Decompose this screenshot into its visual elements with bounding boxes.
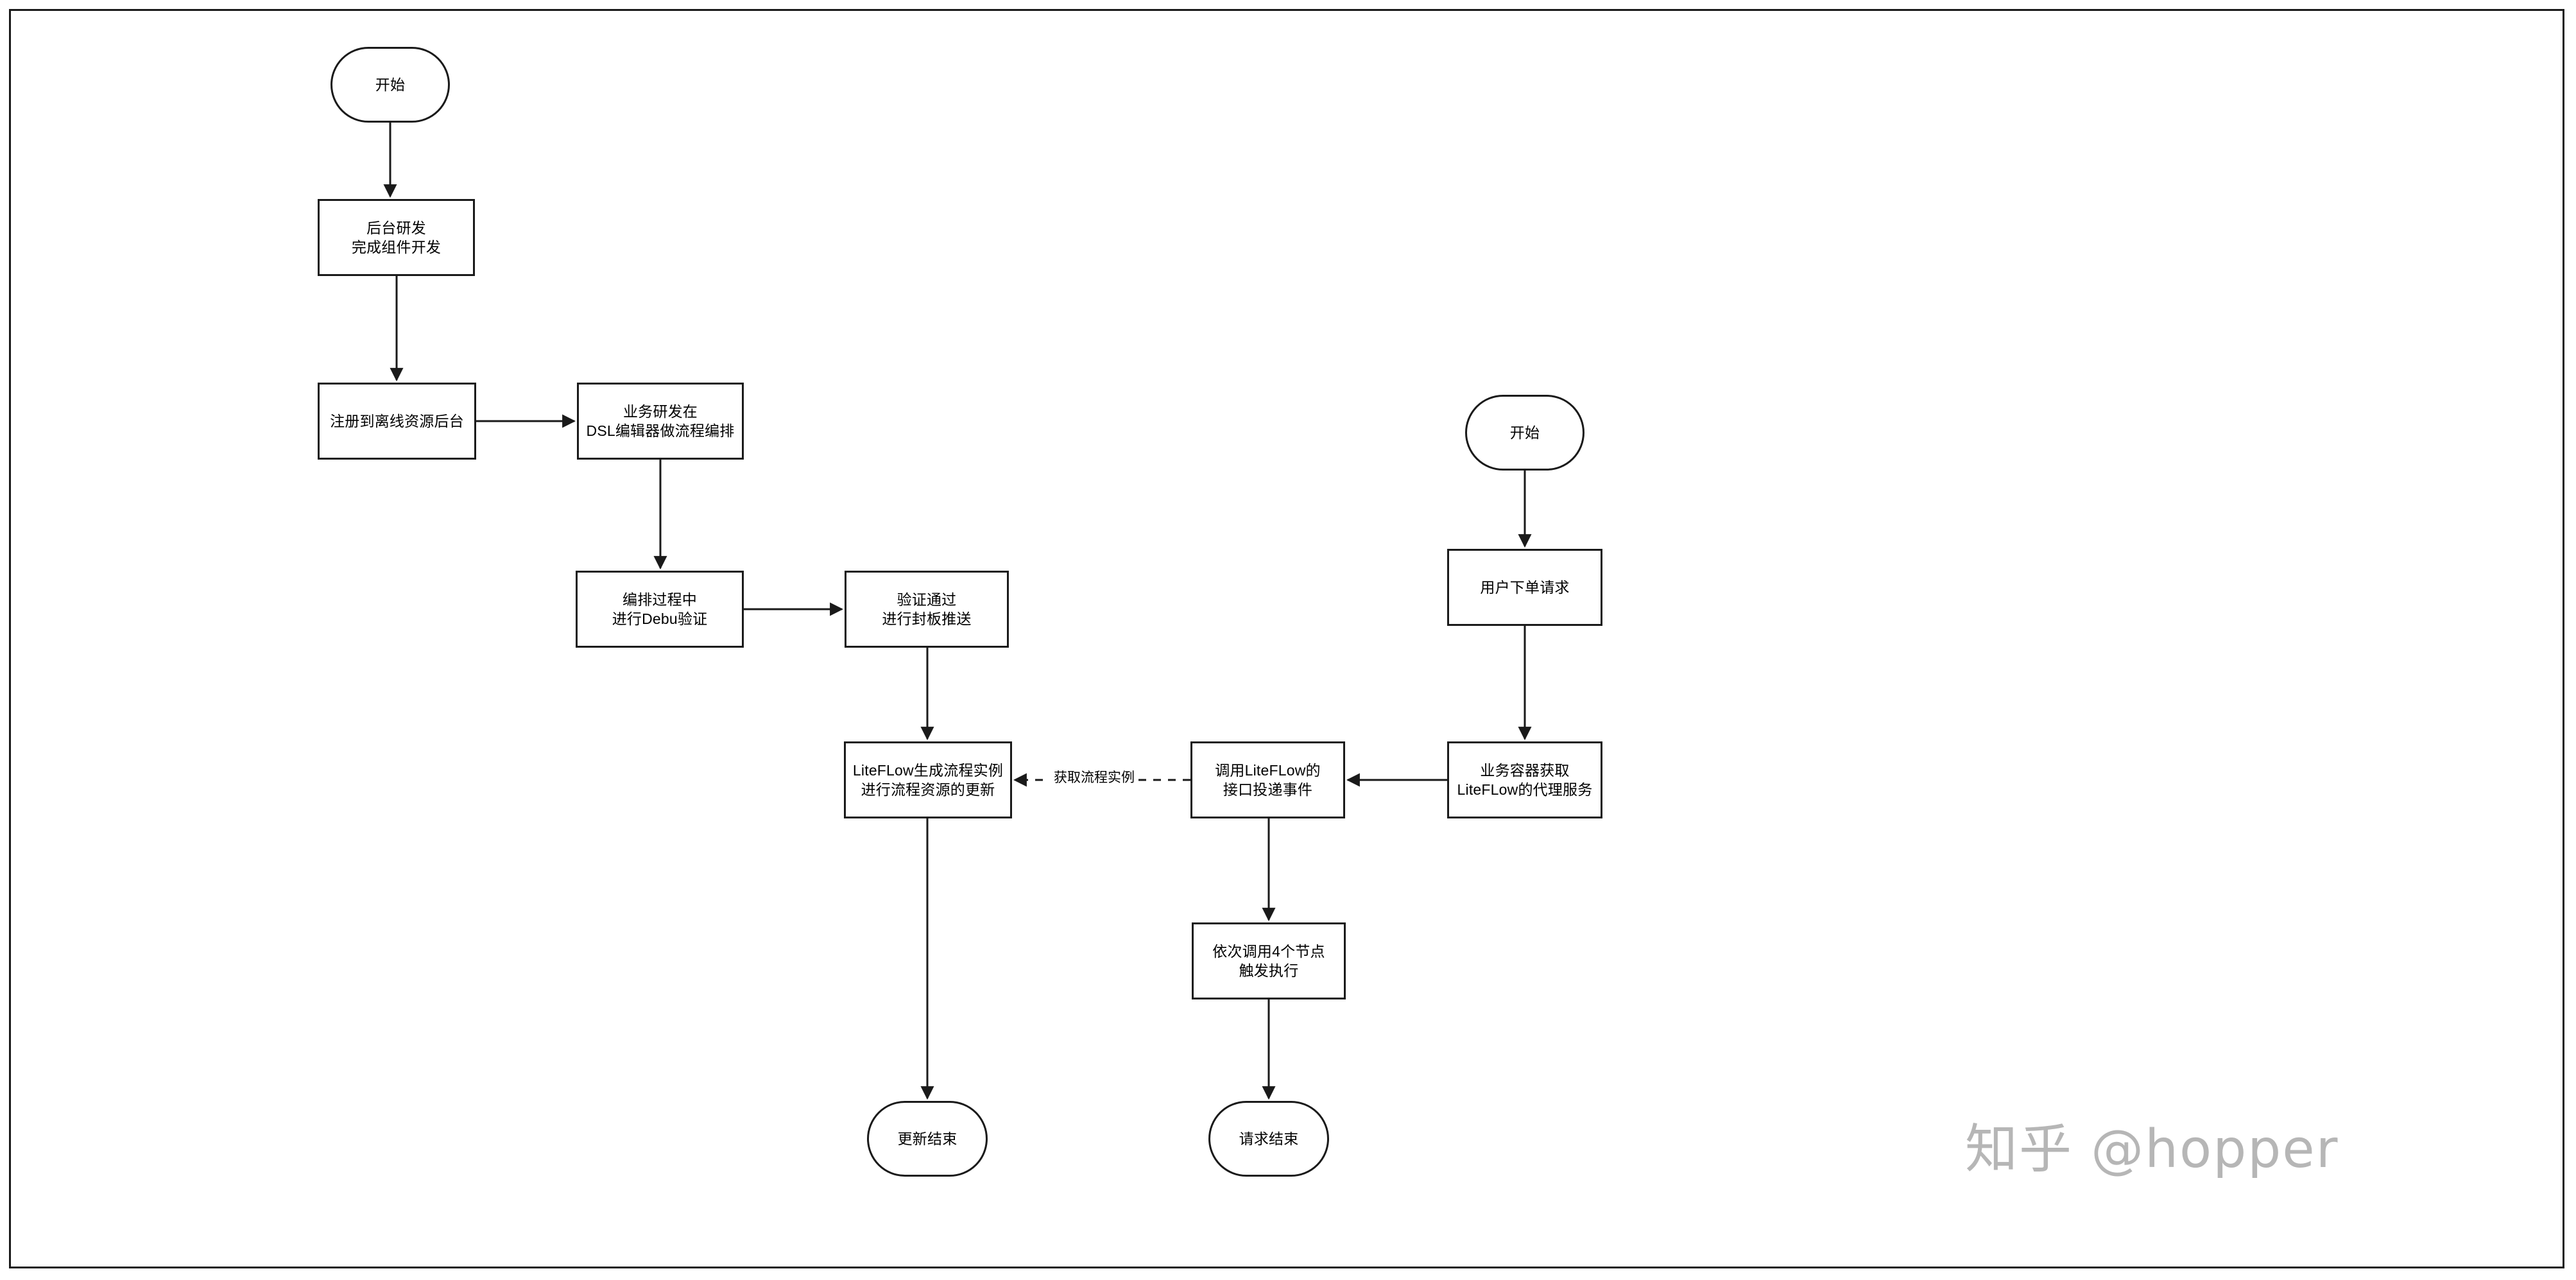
node-debug-verify[interactable]: 编排过程中 进行Debu验证 (576, 571, 744, 648)
node-register-offline[interactable]: 注册到离线资源后台 (318, 383, 476, 460)
node-start-right[interactable]: 开始 (1465, 395, 1584, 471)
edge-label-get-instance: 获取流程实例 (1050, 770, 1138, 786)
node-update-end[interactable]: 更新结束 (867, 1101, 988, 1177)
node-dsl-orchestrate[interactable]: 业务研发在 DSL编辑器做流程编排 (577, 383, 744, 460)
node-backend-dev[interactable]: 后台研发 完成组件开发 (318, 199, 475, 276)
node-liteflow-instance[interactable]: LiteFLow生成流程实例 进行流程资源的更新 (844, 741, 1012, 818)
node-user-order[interactable]: 用户下单请求 (1447, 549, 1602, 626)
watermark-zhihu-hopper: 知乎 @hopper (1965, 1119, 2339, 1180)
node-request-end[interactable]: 请求结束 (1208, 1101, 1329, 1177)
node-container-proxy[interactable]: 业务容器获取 LiteFLow的代理服务 (1447, 741, 1602, 818)
node-start-left[interactable]: 开始 (331, 47, 450, 123)
node-verify-push[interactable]: 验证通过 进行封板推送 (845, 571, 1009, 648)
node-call-liteflow-api[interactable]: 调用LiteFLow的 接口投递事件 (1190, 741, 1345, 818)
node-invoke-4-nodes[interactable]: 依次调用4个节点 触发执行 (1192, 922, 1346, 999)
